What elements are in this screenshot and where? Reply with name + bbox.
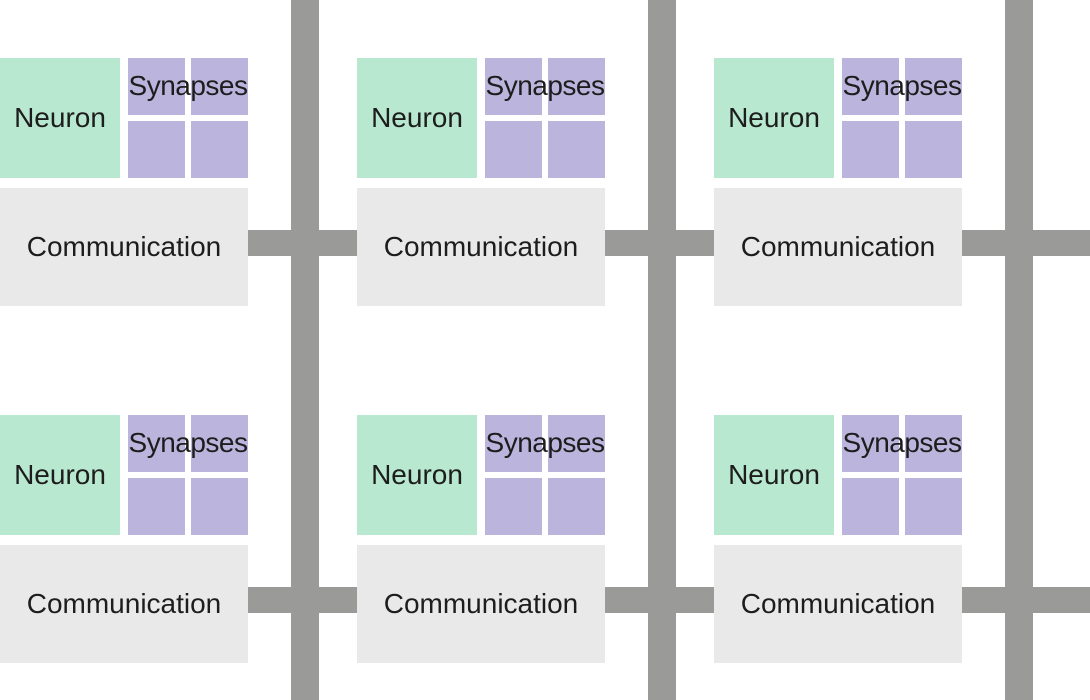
- synapses-label: Synapses: [128, 427, 248, 458]
- synapse-cell: [485, 415, 542, 472]
- synapse-cell: [905, 121, 962, 178]
- bus-line-vertical: [291, 0, 319, 700]
- communication-block: Communication: [357, 545, 605, 663]
- synapse-cell: [905, 58, 962, 115]
- neuron-block: Neuron: [357, 415, 477, 535]
- neuron-block: Neuron: [357, 58, 477, 178]
- synapse-cell: [905, 478, 962, 535]
- synapses-label: Synapses: [128, 70, 248, 101]
- synapse-cell: [842, 121, 899, 178]
- synapse-cell: [548, 121, 605, 178]
- synapse-cell: [191, 58, 248, 115]
- synapse-cell: [842, 58, 899, 115]
- communication-block: Communication: [714, 545, 962, 663]
- synapses-label: Synapses: [485, 427, 605, 458]
- core-tile: Neuron Synapses Communication: [357, 357, 605, 663]
- neuron-block: Neuron: [0, 58, 120, 178]
- core-tile: Neuron Synapses Communication: [357, 0, 605, 306]
- core-tile: Neuron Synapses Communication: [714, 0, 962, 306]
- synapse-cell: [128, 58, 185, 115]
- synapse-cell: [548, 415, 605, 472]
- synapse-cell: [905, 415, 962, 472]
- core-tile: Neuron Synapses Communication: [714, 357, 962, 663]
- synapses-label: Synapses: [485, 70, 605, 101]
- synapse-cell: [128, 121, 185, 178]
- communication-block: Communication: [0, 545, 248, 663]
- neuron-block: Neuron: [0, 415, 120, 535]
- core-tile: Neuron Synapses Communication: [0, 357, 248, 663]
- synapse-cell: [191, 415, 248, 472]
- synapse-cell: [128, 478, 185, 535]
- synapses-label: Synapses: [842, 70, 962, 101]
- communication-block: Communication: [357, 188, 605, 306]
- synapse-cell: [842, 478, 899, 535]
- synapse-cell: [128, 415, 185, 472]
- synapse-cell: [485, 121, 542, 178]
- synapse-cell: [548, 478, 605, 535]
- communication-block: Communication: [0, 188, 248, 306]
- synapse-cell: [485, 478, 542, 535]
- bus-line-vertical: [1005, 0, 1033, 700]
- communication-block: Communication: [714, 188, 962, 306]
- synapse-cell: [191, 478, 248, 535]
- synapses-label: Synapses: [842, 427, 962, 458]
- neuron-block: Neuron: [714, 415, 834, 535]
- core-tile: Neuron Synapses Communication: [0, 0, 248, 306]
- neuron-block: Neuron: [714, 58, 834, 178]
- synapse-cell: [191, 121, 248, 178]
- synapse-cell: [842, 415, 899, 472]
- synapse-cell: [485, 58, 542, 115]
- synapse-cell: [548, 58, 605, 115]
- bus-line-vertical: [648, 0, 676, 700]
